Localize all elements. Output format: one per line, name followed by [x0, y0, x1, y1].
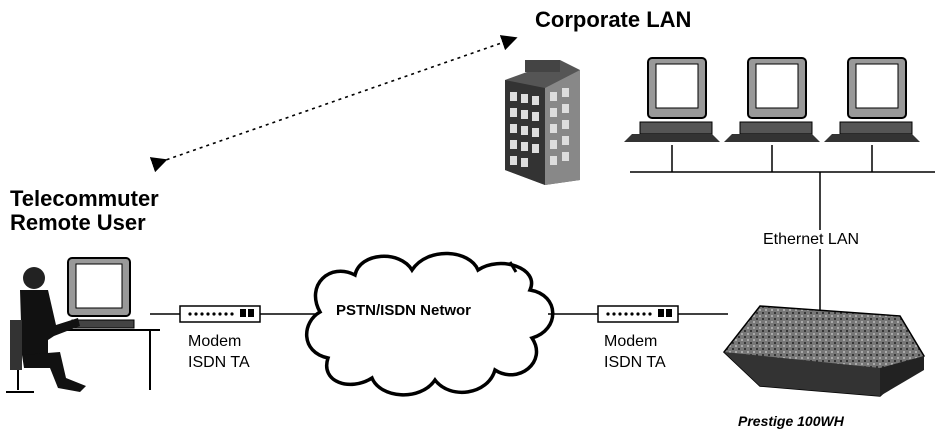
- remote-workstation-icon: [40, 257, 160, 390]
- ethernet-lan-label: Ethernet LAN: [760, 230, 863, 249]
- left-device-label-1: Modem: [188, 333, 242, 350]
- cloud-label: PSTN/ISDN Networ: [336, 302, 472, 319]
- vpn-dotted-link: [149, 35, 518, 173]
- modem-device-right-icon: [597, 305, 679, 323]
- right-device-label-2: ISDN TA: [604, 354, 666, 371]
- remote-user-line2: Remote User: [10, 210, 146, 235]
- network-cloud-icon: [304, 251, 555, 397]
- workstation-icon: [724, 57, 820, 142]
- modem-device-left-icon: [179, 305, 261, 323]
- right-device-label-1: Modem: [604, 333, 658, 350]
- remote-user-line1: Telecommuter: [10, 186, 159, 211]
- workstation-icon: [824, 57, 920, 142]
- router-name-label: Prestige 100WH: [738, 413, 844, 429]
- office-building-icon: [505, 60, 580, 185]
- router-icon: [722, 305, 925, 397]
- left-device-label-2: ISDN TA: [188, 354, 250, 371]
- workstation-icon: [624, 57, 720, 142]
- person-icon: [6, 267, 86, 393]
- corporate-lan-title: Corporate LAN: [535, 7, 692, 32]
